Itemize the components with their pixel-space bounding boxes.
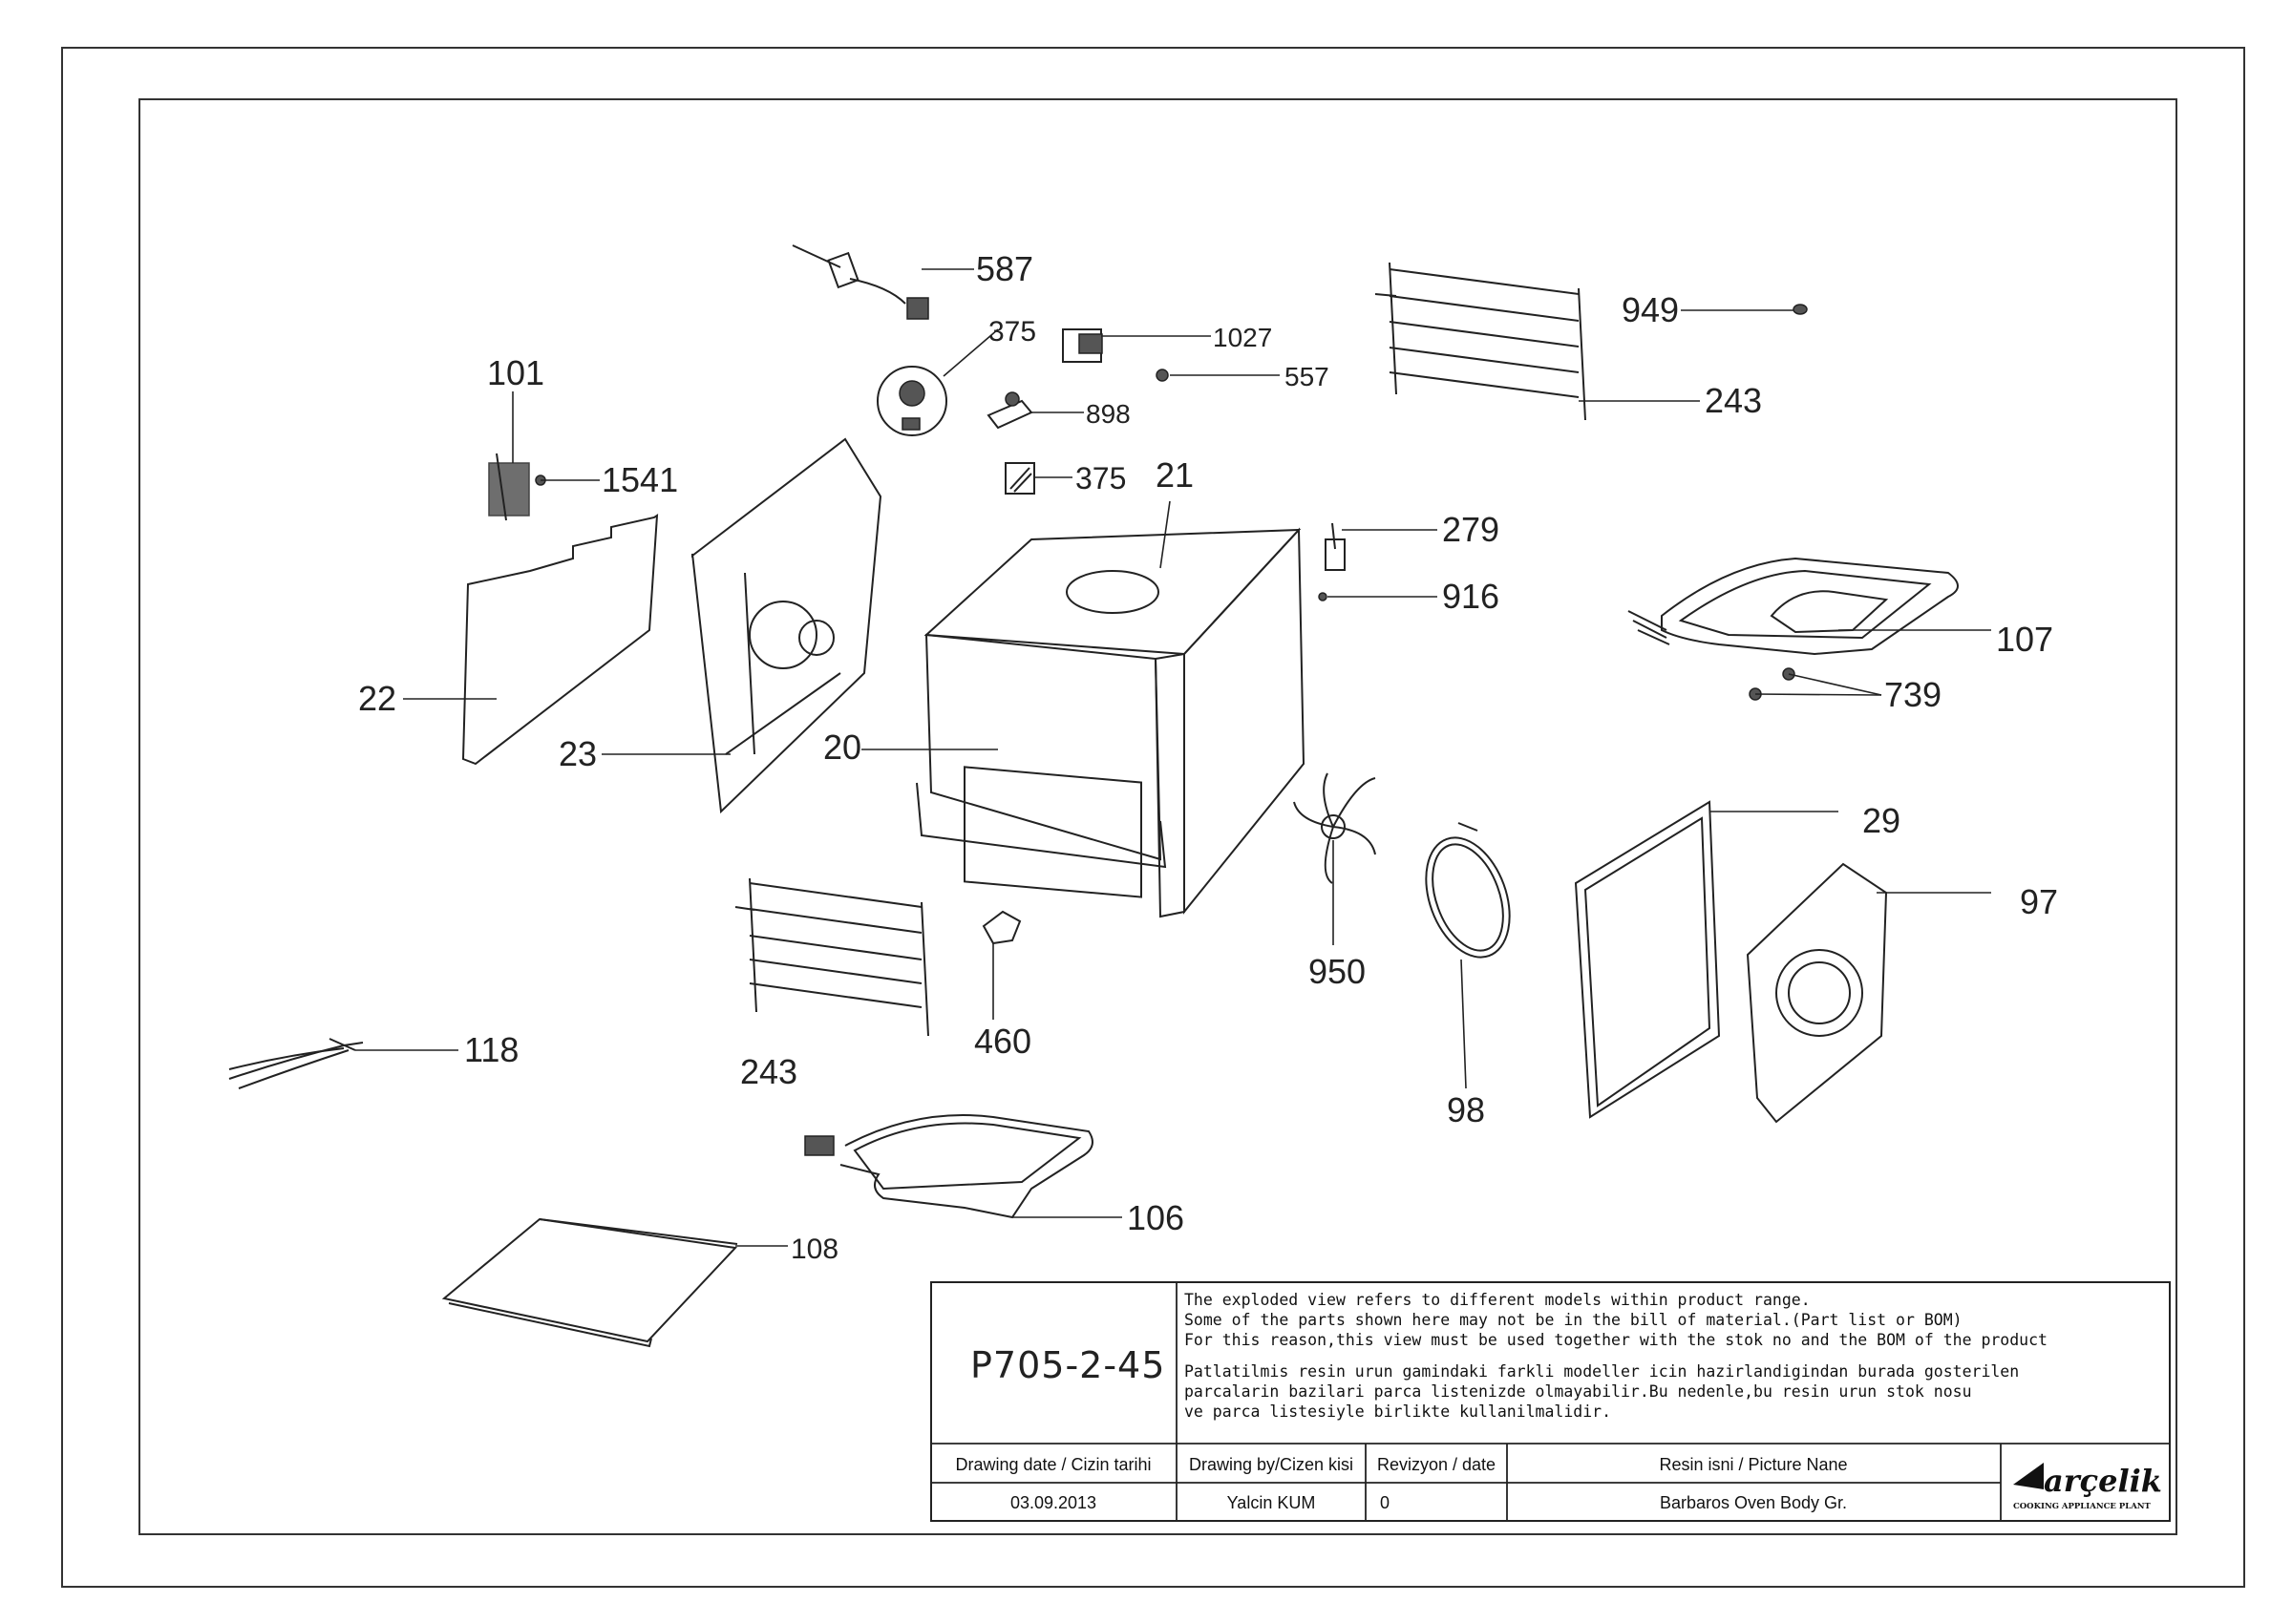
part-106-heating-element [804, 1114, 1093, 1219]
callout-949: 949 [1622, 290, 1679, 329]
part-898 [987, 391, 1033, 430]
callout-279: 279 [1442, 510, 1499, 549]
callout-739: 739 [1884, 675, 1942, 714]
callout-1541: 1541 [602, 460, 678, 499]
arcelik-swoosh-icon [2013, 1463, 2044, 1489]
title-block: P705-2-45 The exploded view refers to di… [930, 1281, 2171, 1522]
callout-557: 557 [1284, 362, 1329, 391]
note-tr-3: ve parca listesiyle birlikte kullanilmal… [1184, 1403, 1611, 1421]
callout-243-upper: 243 [1705, 381, 1762, 420]
part-243-upper-rack [1374, 262, 1586, 421]
part-118-harness [228, 1038, 364, 1089]
note-en-1: The exploded view refers to different mo… [1184, 1291, 1811, 1309]
value-revision: 0 [1380, 1493, 1390, 1512]
callout-1027: 1027 [1213, 323, 1272, 352]
part-101 [488, 453, 530, 521]
callout-98: 98 [1447, 1090, 1485, 1129]
callout-29: 29 [1862, 801, 1900, 840]
callout-898: 898 [1086, 399, 1131, 429]
part-587-probe [792, 244, 929, 320]
part-1027 [1062, 328, 1103, 363]
callout-916: 916 [1442, 577, 1499, 616]
arcelik-logo: arçelik COOKING APPLIANCE PLANT [2013, 1463, 2162, 1511]
callout-21: 21 [1156, 455, 1194, 495]
part-23-back-panel [691, 437, 882, 814]
callout-108: 108 [791, 1234, 838, 1265]
part-375-glass [1005, 462, 1035, 495]
callout-labels: 587 375 1027 557 898 949 243 101 1541 37… [358, 249, 2058, 1265]
inner-frame [138, 98, 2177, 1535]
outer-frame [61, 47, 2245, 1588]
part-375-lamp [877, 366, 947, 436]
part-949 [1793, 304, 1808, 315]
part-29-door-seal [1574, 800, 1721, 1119]
value-picture-name: Barbaros Oven Body Gr. [1660, 1493, 1847, 1512]
value-drawing-by: Yalcin KUM [1227, 1493, 1316, 1512]
part-107-grill-element [1627, 557, 1959, 656]
callout-23: 23 [559, 734, 597, 773]
leader-lines [355, 268, 1991, 1247]
note-tr-2: parcalarin bazilari parca listenizde olm… [1184, 1382, 1972, 1401]
note-en-3: For this reason,this view must be used t… [1184, 1331, 2048, 1349]
part-108-bottom-panel [441, 1217, 738, 1348]
header-drawing-date: Drawing date / Cizin tarihi [955, 1455, 1151, 1474]
header-drawing-by: Drawing by/Cizen kisi [1189, 1455, 1353, 1474]
callout-375-glass: 375 [1075, 461, 1126, 496]
callout-460: 460 [974, 1022, 1031, 1061]
callout-107: 107 [1996, 620, 2053, 659]
logo-subtitle: COOKING APPLIANCE PLANT [2013, 1502, 2152, 1511]
callout-106: 106 [1127, 1198, 1184, 1237]
part-916 [1318, 592, 1327, 601]
callout-118: 118 [464, 1030, 519, 1069]
part-279 [1325, 522, 1346, 571]
note-tr-1: Patlatilmis resin urun gamindaki farkli … [1184, 1362, 2019, 1381]
part-243-lower-rack [734, 877, 929, 1037]
callout-101: 101 [487, 353, 544, 392]
part-97-back-cover [1746, 862, 1888, 1124]
header-picture-name: Resin isni / Picture Nane [1659, 1455, 1847, 1474]
drawing-code: P705-2-45 [970, 1344, 1165, 1386]
callout-22: 22 [358, 679, 396, 718]
part-20-21-cavity [916, 527, 1305, 918]
callout-243-lower: 243 [740, 1052, 797, 1091]
callout-375-lamp: 375 [988, 316, 1036, 348]
callout-20: 20 [823, 728, 861, 767]
logo-brand: arçelik [2044, 1463, 2162, 1499]
header-revision: Revizyon / date [1377, 1455, 1496, 1474]
callout-97: 97 [2020, 882, 2058, 921]
note-en-2: Some of the parts shown here may not be … [1184, 1311, 1963, 1329]
value-drawing-date: 03.09.2013 [1010, 1493, 1096, 1512]
part-98-gasket-ring [1425, 822, 1511, 959]
part-950-fan [1293, 772, 1376, 884]
part-557 [1156, 369, 1169, 382]
part-460 [982, 910, 1022, 945]
part-22-insulation [461, 514, 659, 766]
callout-587: 587 [976, 249, 1033, 288]
callout-950: 950 [1308, 952, 1366, 991]
